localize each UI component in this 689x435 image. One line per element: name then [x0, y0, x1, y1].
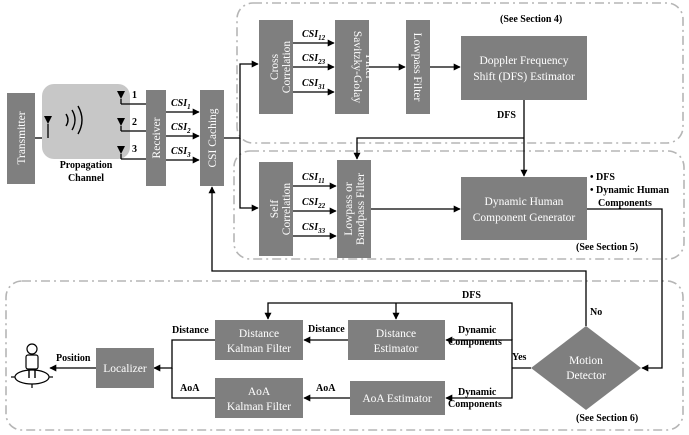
dynamic-label-top-2: Components: [448, 337, 502, 348]
dynamic-label-bottom-2: Components: [448, 399, 502, 410]
receiver-block: [146, 90, 166, 186]
csi33-label: CSI33: [302, 222, 326, 235]
distance-estimator-block: [348, 320, 445, 360]
section-5-group: [233, 150, 685, 260]
distance-edge-label: Distance: [308, 324, 345, 335]
section-5-label: (See Section 5): [576, 242, 638, 253]
to-self-correlation-arrow: [239, 138, 259, 212]
dfs-estimator-label-2: Shift (DFS) Estimator: [473, 71, 575, 83]
dhc-generator-label-2: Component Generator: [473, 212, 576, 224]
aoa-kalman-out-label: AoA: [180, 383, 200, 394]
rx-antenna-1-icon: [117, 91, 146, 105]
distance-estimator-label-2: Estimator: [374, 343, 419, 355]
localizer-block: [96, 348, 154, 388]
cross-correlation-label-2: Correlation: [281, 41, 293, 94]
csi-caching-label: CSI Caching: [207, 108, 219, 167]
section-4-group: [236, 2, 684, 144]
aoa-to-localizer-line: [171, 368, 215, 399]
dfs-estimator-block: [461, 36, 587, 100]
person-location-icon: [11, 343, 53, 388]
savitzky-golay-label-1: Savitzky-Golay: [351, 31, 363, 103]
dhc-generator-label-1: Dynamic Human: [485, 196, 564, 208]
propagation-channel-area: [42, 84, 130, 159]
csi11-label: CSI11: [302, 172, 325, 185]
antenna-2-label: 2: [132, 117, 137, 128]
csi2-label: CSI2: [171, 122, 191, 135]
no-label: No: [590, 307, 602, 318]
savitzky-golay-block: [335, 20, 369, 114]
motion-detector-block: [531, 326, 641, 410]
dfs-bullet: • DFS: [590, 172, 615, 183]
propagation-label-2: Channel: [68, 173, 104, 184]
section-6-group: [5, 280, 684, 431]
csi23-label: CSI23: [302, 53, 326, 66]
to-cross-correlation-arrow: [224, 60, 259, 139]
aoa-estimator-block: [350, 381, 445, 415]
csi3-label: CSI3: [171, 146, 191, 159]
aoa-kalman-label-1: AoA: [248, 386, 271, 398]
lowpass-filter-block: [406, 20, 430, 114]
dfs-edge-label: DFS: [497, 110, 516, 121]
aoa-kalman-label-2: Kalman Filter: [227, 401, 291, 413]
transmitter-label: Transmitter: [16, 111, 28, 164]
cross-correlation-label-1: Cross: [269, 53, 281, 80]
dhc-bullet-1: • Dynamic Human: [590, 185, 670, 196]
distance-kalman-out-label: Distance: [172, 325, 209, 336]
distance-kalman-label-1: Distance: [239, 328, 279, 340]
antenna-3-label: 3: [132, 144, 137, 155]
self-correlation-label-1: Self: [269, 200, 281, 219]
transmitter-block: [7, 93, 35, 184]
tx-antenna-icon: [44, 116, 52, 138]
rx-antenna-2-icon: [117, 118, 146, 132]
antenna-1-label: 1: [132, 90, 137, 101]
aoa-edge-label: AoA: [316, 383, 336, 394]
distance-estimator-label-1: Distance: [376, 328, 416, 340]
section-4-label: (See Section 4): [500, 14, 562, 25]
dfs-to-distance-kalman-arrow: [264, 302, 513, 340]
csi-caching-block: [200, 90, 224, 186]
lowpass-filter-label: Lowpass Filter: [411, 33, 423, 102]
lowpass-bandpass-filter-block: [337, 160, 371, 258]
motion-detector-label-1: Motion: [569, 355, 603, 367]
no-feedback-arrow: [208, 186, 587, 326]
dfs-estimator-label-1: Doppler Frequency: [479, 55, 568, 67]
motion-detector-label-2: Detector: [566, 370, 606, 382]
lowpass-bandpass-label-2: Bandpass Filter: [355, 173, 367, 245]
csi1-label: CSI1: [171, 98, 191, 111]
self-correlation-label-2: Correlation: [281, 183, 293, 236]
rx-antenna-3-icon: [117, 146, 146, 160]
dynamic-label-top-1: Dynamic: [458, 325, 497, 336]
distance-kalman-label-2: Kalman Filter: [227, 343, 291, 355]
self-correlation-block: [259, 162, 293, 256]
dfs-feedback-label: DFS: [462, 290, 481, 301]
position-label: Position: [56, 353, 91, 364]
signal-wave-icon: [65, 105, 83, 135]
to-aoa-estimator-arrow: [445, 368, 513, 402]
yes-label: Yes: [512, 352, 527, 363]
aoa-estimator-label: AoA Estimator: [362, 393, 431, 405]
lowpass-bandpass-label-1: Lowpass or: [343, 182, 355, 236]
section-6-label: (See Section 6): [576, 413, 638, 424]
csi12-label: CSI12: [302, 29, 326, 42]
csi31-label: CSI31: [302, 78, 325, 91]
to-motion-detector-arrow: [587, 208, 663, 372]
localizer-label: Localizer: [103, 363, 147, 375]
distance-kalman-block: [215, 320, 303, 360]
receiver-label: Receiver: [151, 117, 163, 158]
dhc-generator-block: [461, 177, 587, 240]
aoa-kalman-block: [215, 378, 303, 418]
distance-to-localizer-arrow: [153, 339, 215, 372]
dfs-to-filter-arrow: [353, 137, 524, 160]
dhc-bullet-2: Components: [598, 198, 652, 209]
cross-correlation-block: [259, 20, 293, 114]
propagation-label-1: Propagation: [60, 160, 113, 171]
csi22-label: CSI22: [302, 197, 326, 210]
dynamic-label-bottom-1: Dynamic: [458, 387, 497, 398]
